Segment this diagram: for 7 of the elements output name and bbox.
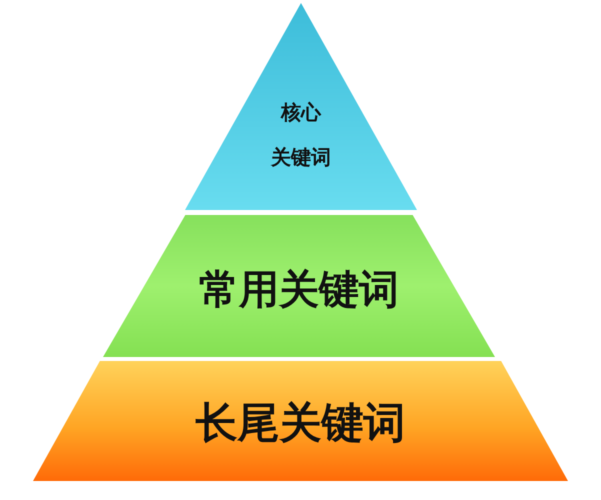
tier-label: 常用关键词 (199, 266, 399, 314)
tier-label: 关键词 (271, 145, 331, 169)
tier-label: 核心 (281, 100, 321, 124)
tier-label: 长尾关键词 (196, 398, 406, 448)
pyramid-bottom-tier (33, 361, 568, 481)
pyramid-top-tier (185, 3, 417, 210)
pyramid-middle-tier (103, 215, 495, 357)
